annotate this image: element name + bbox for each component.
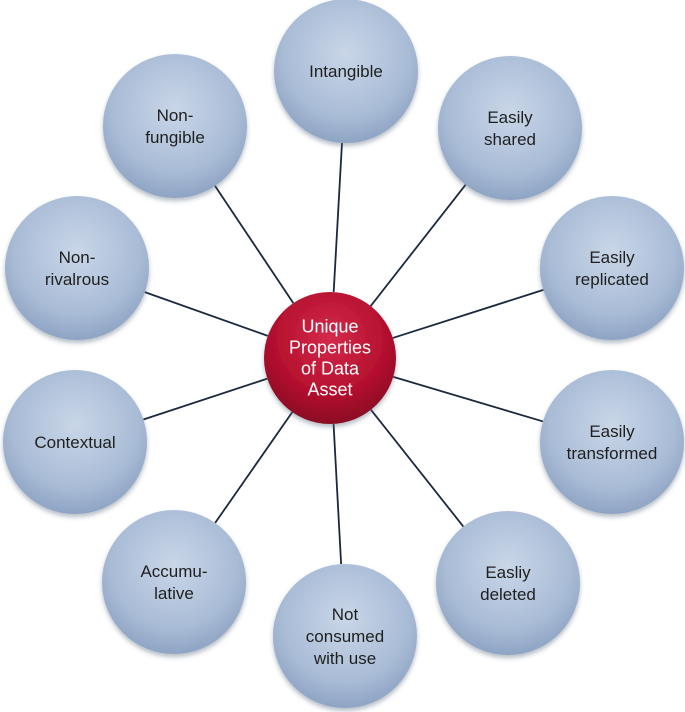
node-contextual: Contextual (3, 370, 147, 514)
node-label-line: Easily (589, 422, 635, 441)
property-nodes: IntangibleEasilysharedEasilyreplicatedEa… (3, 0, 684, 708)
node-accumulative: Accumu-lative (102, 510, 246, 654)
center-label-line: Unique (301, 317, 358, 337)
node-non-fungible: Non-fungible (103, 54, 247, 198)
node-circle (273, 564, 417, 708)
node-easily-shared: Easily shared (438, 56, 582, 200)
node-label-line: Accumu- (140, 562, 207, 581)
node-label-line: Contextual (34, 433, 115, 452)
connector-easily-shared (369, 184, 467, 307)
node-circle (540, 196, 684, 340)
center-label-line: Asset (307, 380, 352, 400)
connector-easily-transformed (392, 375, 544, 423)
connector-non-fungible (214, 185, 295, 304)
node-label-line: rivalrous (45, 270, 109, 289)
connector-easily-replicated (392, 289, 544, 339)
node-label-line: Intangible (309, 62, 383, 81)
node-circle (274, 0, 418, 143)
node-label-line: Easliy (485, 563, 531, 582)
connector-easliy-deleted (370, 409, 465, 528)
node-label-line: Non- (59, 248, 96, 267)
connector-non-rivalrous (144, 291, 269, 337)
node-easily-transformed: Easily transformed (540, 370, 684, 514)
node-label-line: shared (484, 130, 536, 149)
center-label-line: Properties (289, 338, 371, 358)
node-label-line: Easily (487, 108, 533, 127)
node-easliy-deleted: Easliy deleted (436, 511, 580, 655)
node-label-line: Not (332, 605, 359, 624)
node-circle (436, 511, 580, 655)
node-circle (103, 54, 247, 198)
node-label-line: Non- (157, 106, 194, 125)
node-label-line: replicated (575, 270, 649, 289)
node-label-line: with use (313, 649, 376, 668)
connector-not-consumed-with-use (332, 423, 343, 565)
node-label-line: Easily (589, 248, 635, 267)
node-circle (438, 56, 582, 200)
node-circle (102, 510, 246, 654)
node-circle (5, 196, 149, 340)
node-easily-replicated: Easily replicated (540, 196, 684, 340)
center-circle (264, 292, 396, 424)
node-label-line: fungible (145, 128, 205, 147)
node-non-rivalrous: Non-rivalrous (5, 196, 149, 340)
connector-contextual (143, 377, 268, 421)
node-label-line: consumed (306, 627, 384, 646)
node-not-consumed-with-use: Not consumed with use (273, 564, 417, 708)
center-label-line: of Data (301, 359, 360, 379)
connector-accumulative (214, 411, 294, 524)
node-label-line: deleted (480, 585, 536, 604)
node-circle (540, 370, 684, 514)
node-label-line: lative (154, 584, 194, 603)
node-label-line: transformed (567, 444, 658, 463)
connector-lines (143, 142, 544, 565)
node-circle (3, 370, 147, 514)
connector-intangible (332, 142, 343, 293)
node-intangible: Intangible (274, 0, 418, 143)
